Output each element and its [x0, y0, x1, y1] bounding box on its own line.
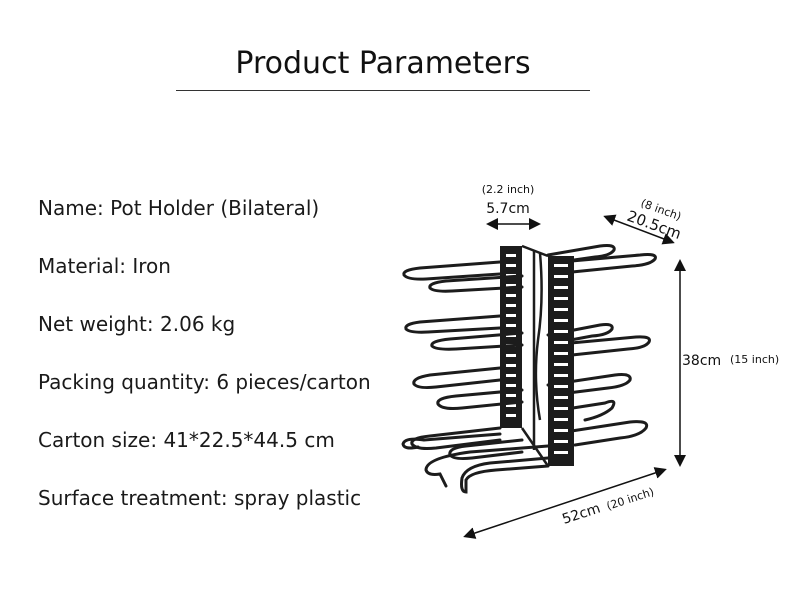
- param-label: Net weight: [38, 312, 154, 336]
- height-inch-label: (15 inch): [730, 353, 779, 366]
- param-label: Material: [38, 254, 126, 278]
- param-value: 41*22.5*44.5 cm: [163, 428, 335, 452]
- dimension-arrows: [463, 214, 686, 539]
- param-value: 2.06 kg: [160, 312, 236, 336]
- rack-panel-right: [548, 256, 574, 466]
- width-cm-label: 52cm: [560, 500, 602, 527]
- rack-panel-left: [500, 246, 522, 428]
- page-title: Product Parameters: [235, 46, 531, 81]
- param-value: Pot Holder (Bilateral): [110, 196, 320, 220]
- param-label: Carton size: [38, 428, 157, 452]
- param-net-weight: Net weight 2.06 kg: [38, 311, 235, 337]
- param-packing-quantity: Packing quantity 6 pieces/carton: [38, 369, 371, 395]
- height-cm-label: 38cm: [682, 353, 721, 369]
- thickness-inch-label: (2.2 inch): [482, 183, 535, 196]
- rack-frame: [520, 244, 550, 467]
- title-underline: [176, 90, 590, 91]
- param-carton-size: Carton size 41*22.5*44.5 cm: [38, 427, 335, 453]
- param-name: Name Pot Holder (Bilateral): [38, 195, 319, 221]
- param-label: Packing quantity: [38, 370, 210, 394]
- rack-arms-front: [401, 260, 550, 494]
- width-inch-label: (20 inch): [605, 485, 656, 513]
- param-label: Name: [38, 196, 104, 220]
- rack-arms-back: [546, 244, 657, 447]
- param-surface-treatment: Surface treatment spray plastic: [38, 485, 361, 511]
- param-value: Iron: [132, 254, 171, 278]
- param-material: Material Iron: [38, 253, 171, 279]
- thickness-cm-label: 5.7cm: [486, 201, 530, 217]
- param-value: 6 pieces/carton: [216, 370, 371, 394]
- param-value: spray plastic: [234, 486, 362, 510]
- param-label: Surface treatment: [38, 486, 228, 510]
